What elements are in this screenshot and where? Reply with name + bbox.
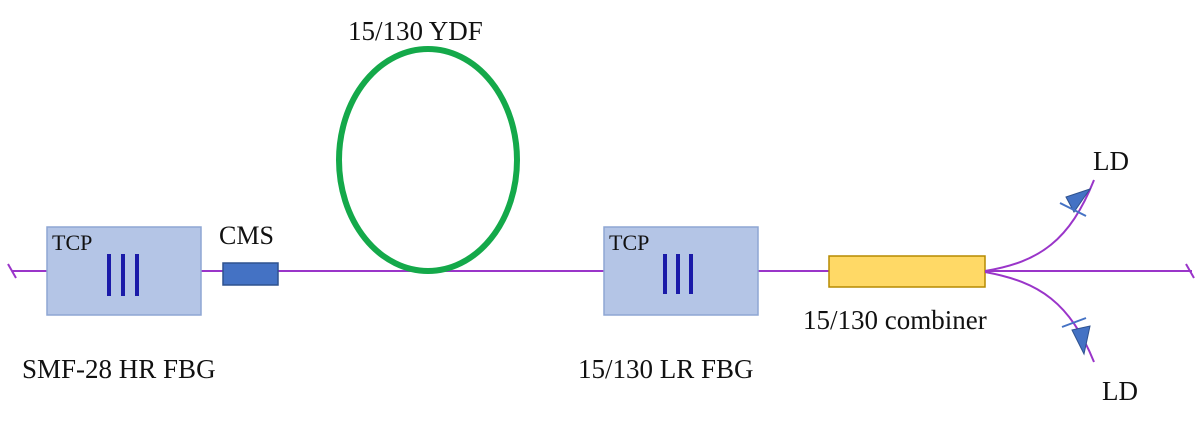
ydf-label: 15/130 YDF xyxy=(348,16,483,46)
ld-top-triangle xyxy=(1065,188,1092,213)
ld-top-diode xyxy=(1059,188,1092,217)
ld-top-label: LD xyxy=(1093,146,1129,176)
ld-bottom-triangle xyxy=(1071,325,1091,356)
cms-label: CMS xyxy=(219,221,274,250)
lr-fbg-grating xyxy=(663,254,693,294)
combiner-block xyxy=(828,255,986,288)
combiner-label: 15/130 combiner xyxy=(803,305,987,335)
ld-top-cathode-bar xyxy=(1059,202,1087,217)
fiber-end-left xyxy=(7,263,17,279)
ydf-coil xyxy=(336,46,520,274)
hr-fbg-label: SMF-28 HR FBG xyxy=(22,354,216,384)
pump-branch-top xyxy=(984,179,1095,272)
tcp-label-right: TCP xyxy=(609,230,649,255)
tcp-box-right xyxy=(603,226,759,316)
cms-block xyxy=(222,262,279,286)
fiber-end-right xyxy=(1185,263,1195,279)
lr-fbg-label: 15/130 LR FBG xyxy=(578,354,754,384)
pump-branch-bottom xyxy=(984,271,1095,363)
hr-fbg-grating xyxy=(107,254,139,296)
ld-bottom-diode xyxy=(1061,317,1091,356)
ld-bottom-label: LD xyxy=(1102,376,1138,406)
ld-bottom-cathode-bar xyxy=(1061,317,1087,328)
tcp-label-left: TCP xyxy=(52,230,92,255)
